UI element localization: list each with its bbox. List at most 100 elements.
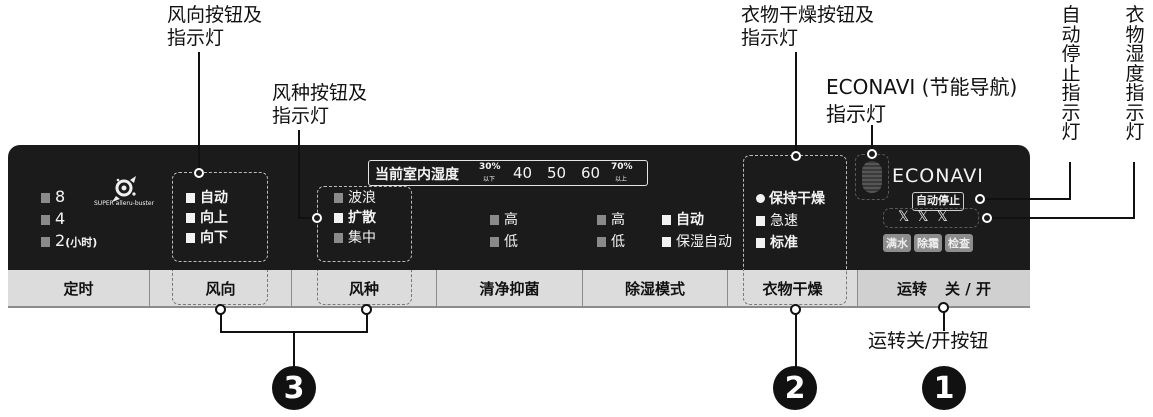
dehum-auto-indicators: 自动 保湿自动	[662, 209, 732, 253]
humidity-indicator-group	[883, 208, 979, 228]
number-1-label: 1	[933, 370, 955, 406]
wind-focus-led	[334, 233, 343, 243]
wind-type-button[interactable]: 风种	[292, 270, 437, 306]
clothes-dry-button[interactable]: 衣物干燥	[728, 270, 858, 306]
wind-direction-strip-outline	[172, 270, 268, 305]
timer-2-led	[41, 237, 50, 247]
wind-spread-led	[334, 213, 343, 223]
dehum-auto-led	[662, 215, 671, 225]
bracket-3-left	[220, 313, 222, 333]
timer-4-led	[41, 215, 50, 225]
dehum-mode-button-label: 除湿模式	[624, 279, 685, 298]
clothes-dry-button-label: 衣物干燥	[762, 279, 823, 298]
dry-keep-row: 保持干燥	[756, 188, 825, 210]
timer-8-row: 8	[41, 186, 97, 208]
dry-std-led	[756, 238, 765, 248]
clean-high-label: 高	[504, 212, 518, 228]
wind-focus-label: 集中	[348, 230, 376, 246]
leader-wind-direction	[198, 52, 200, 170]
status-indicators: 满水 除霜 检查	[883, 234, 973, 252]
wind-direction-group	[172, 172, 268, 262]
dehum-mode-button[interactable]: 除湿模式	[583, 270, 728, 306]
dehum-low-label: 低	[611, 234, 625, 250]
leader-clothes-humidity-h	[990, 217, 1135, 219]
number-1-badge: 1	[922, 366, 966, 410]
number-2-badge: 2	[773, 366, 817, 410]
dehum-low-row: 低	[597, 231, 625, 253]
humidity-30-sub: 以下	[483, 176, 496, 183]
wind-wave-row: 波浪	[334, 188, 376, 208]
callout-econavi-text: ECONAVI (节能导航) 指示灯	[826, 75, 1018, 126]
dir-down-row: 向下	[186, 228, 228, 248]
leader-auto-stop	[1069, 162, 1071, 199]
clean-low-led	[490, 237, 499, 247]
status-check: 检查	[945, 234, 973, 252]
dir-auto-label: 自动	[200, 190, 228, 206]
shirt-icon: 𝕏	[898, 209, 918, 225]
callout-auto-stop: 自动停止指示灯	[1060, 4, 1082, 143]
alleru-buster-logo-icon	[112, 176, 136, 202]
power-run-label: 运转	[897, 279, 928, 298]
wind-wave-label: 波浪	[348, 190, 376, 206]
econavi-sensor-icon	[862, 161, 882, 193]
callout-clothes-dry-text: 衣物干燥按钮及 指示灯	[741, 4, 875, 49]
dir-down-label: 向下	[200, 230, 228, 246]
clothes-dry-strip-outline	[743, 270, 847, 305]
callout-clothes-humidity-text: 衣物湿度指示灯	[1125, 4, 1145, 143]
timer-button[interactable]: 定时	[8, 270, 150, 306]
humidity-label: 当前室内湿度	[375, 167, 459, 183]
callout-auto-stop-text: 自动停止指示灯	[1061, 4, 1081, 143]
wind-type-group	[317, 186, 412, 262]
wind-wave-led	[334, 193, 343, 203]
clean-button-label: 清净抑菌	[479, 279, 540, 298]
dry-keep-led	[756, 194, 765, 203]
dir-up-row: 向上	[186, 208, 228, 228]
dry-fast-label: 急速	[770, 213, 798, 229]
econavi-logo: ECONAVI	[892, 165, 984, 187]
dir-auto-row: 自动	[186, 188, 228, 208]
leader-auto-stop-dot	[975, 194, 985, 204]
wind-focus-row: 集中	[334, 228, 376, 248]
dehum-high-row: 高	[597, 209, 625, 231]
number-3-badge: 3	[272, 366, 316, 410]
callout-wind-direction: 风向按钮及 指示灯	[167, 4, 262, 50]
auto-stop-indicator: 自动停止	[912, 192, 964, 211]
leader-econavi	[871, 125, 873, 153]
callout-wind-type-text: 风种按钮及 指示灯	[272, 82, 368, 127]
dir-up-label: 向上	[200, 210, 228, 226]
leader-wind-direction-dot	[194, 168, 204, 178]
clean-indicators: 高 低	[490, 209, 518, 253]
leader-wind-type-dot	[312, 213, 322, 223]
dehum-keep-led	[662, 237, 671, 247]
dehum-low-led	[597, 237, 606, 247]
wind-direction-button[interactable]: 风向	[150, 270, 292, 306]
clean-button[interactable]: 清净抑菌	[437, 270, 583, 306]
timer-2-label: 2	[55, 231, 66, 250]
wind-spread-row: 扩散	[334, 208, 376, 228]
logo-text: SUPER alleru-buster	[94, 200, 155, 207]
control-panel	[8, 145, 1030, 270]
power-button[interactable]: 运转 关 / 开	[858, 270, 1030, 306]
leader-auto-stop-h	[983, 198, 1071, 200]
status-frost: 除霜	[914, 234, 942, 252]
leader-2-line	[795, 313, 797, 367]
shirt-icon: 𝕏	[936, 209, 956, 225]
timer-8-label: 8	[55, 187, 66, 206]
dehum-auto-row: 自动	[662, 209, 732, 231]
timer-2-row: 2(小时)	[41, 230, 97, 254]
leader-clothes-humidity-dot	[982, 213, 992, 223]
alleru-buster-logo: SUPER alleru-buster	[94, 176, 155, 212]
clothes-dry-indicators: 保持干燥 急速 标准	[756, 188, 825, 254]
dir-auto-led	[186, 193, 195, 203]
timer-button-label: 定时	[63, 279, 94, 298]
dir-up-led	[186, 213, 195, 223]
callout-clothes-dry: 衣物干燥按钮及 指示灯	[741, 4, 874, 50]
dry-fast-led	[756, 216, 765, 226]
dry-std-label: 标准	[770, 235, 798, 251]
wind-direction-button-label: 风向	[205, 279, 236, 298]
leader-clothes-dry-dot	[791, 151, 801, 161]
clean-high-row: 高	[490, 209, 518, 231]
humidity-70: 70%	[611, 162, 633, 172]
wind-spread-label: 扩散	[348, 210, 376, 226]
humidity-scale: 当前室内湿度 30% 以下 40 50 60 70% 以上	[368, 160, 648, 186]
